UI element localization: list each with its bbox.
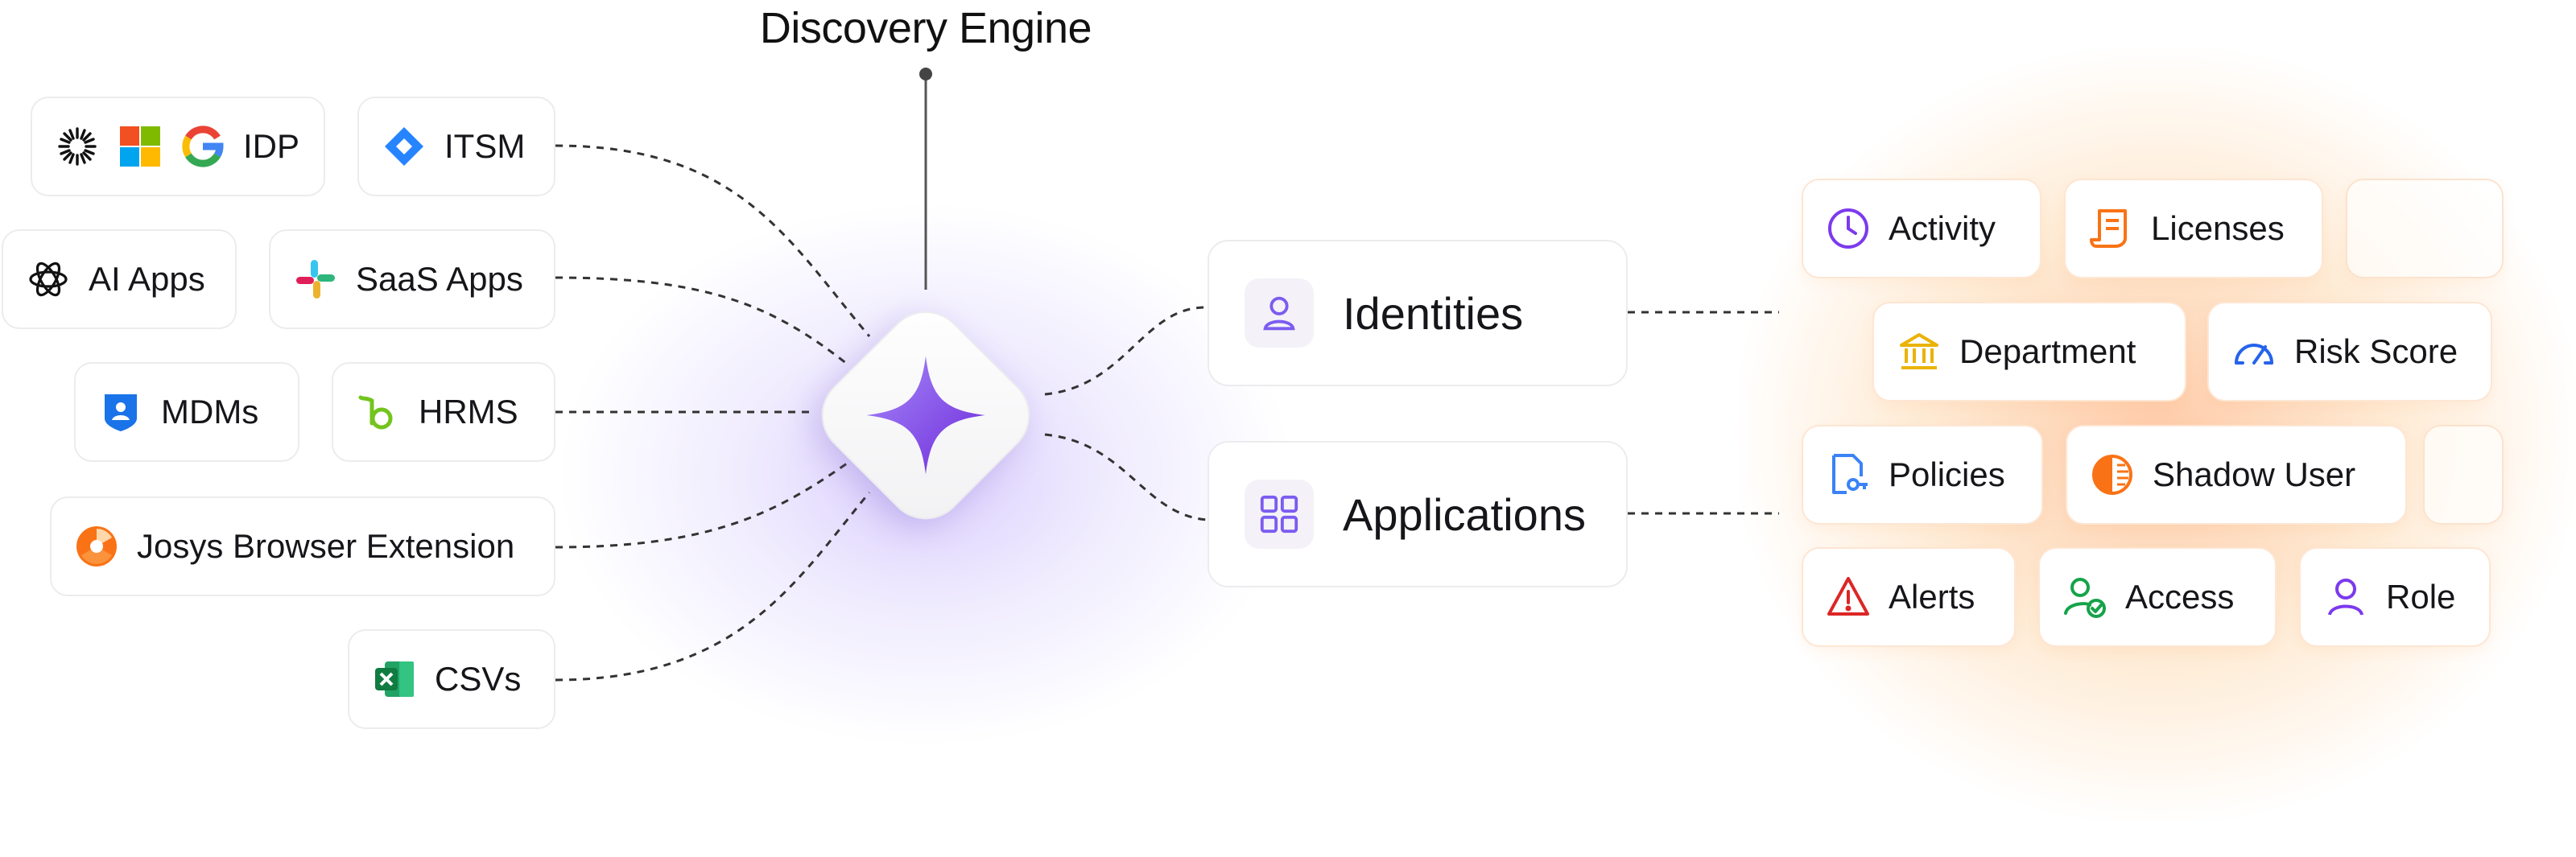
attribute-placeholder-mid <box>2423 425 2504 525</box>
user-icon <box>2323 575 2368 620</box>
connector-csv <box>555 492 871 682</box>
warning-icon <box>1826 575 1871 620</box>
attribute-licenses: Licenses <box>2064 179 2323 278</box>
attribute-role: Role <box>2299 547 2491 647</box>
category-applications-label: Applications <box>1343 488 1586 540</box>
title-pin-dot <box>919 68 932 80</box>
connector-browser <box>555 462 848 549</box>
sunburst-icon <box>55 124 100 169</box>
attribute-risk-score: Risk Score <box>2207 302 2492 402</box>
category-identities-label: Identities <box>1343 287 1524 339</box>
half-circle-icon <box>2090 452 2135 497</box>
user-check-icon <box>2062 575 2107 620</box>
attribute-alerts: Alerts <box>1802 547 2016 647</box>
gauge-icon <box>2231 329 2277 374</box>
bank-icon <box>1897 329 1942 374</box>
source-hrms: HRMS <box>332 362 555 462</box>
attribute-licenses-label: Licenses <box>2151 209 2285 247</box>
source-saas-apps-label: SaaS Apps <box>356 260 523 298</box>
category-identities: Identities <box>1208 240 1628 386</box>
attribute-policies-label: Policies <box>1889 455 2005 493</box>
attribute-access: Access <box>2038 547 2277 647</box>
josys-icon <box>74 524 119 569</box>
grid-icon <box>1245 480 1314 549</box>
discovery-engine-hub <box>805 295 1046 536</box>
source-browser-extension-label: Josys Browser Extension <box>137 527 515 565</box>
attribute-shadow-user: Shadow User <box>2066 425 2407 525</box>
excel-icon <box>372 657 417 702</box>
clock-icon <box>1826 206 1871 251</box>
attribute-access-label: Access <box>2125 578 2235 616</box>
attribute-department-label: Department <box>1959 332 2136 370</box>
source-saas-apps: SaaS Apps <box>269 229 555 329</box>
connector-applications <box>1044 433 1208 521</box>
openai-icon <box>26 257 71 302</box>
attribute-role-label: Role <box>2386 578 2456 616</box>
source-mdms: MDMs <box>74 362 299 462</box>
category-applications: Applications <box>1208 441 1628 587</box>
source-mdms-label: MDMs <box>161 393 259 431</box>
attribute-alerts-label: Alerts <box>1889 578 1975 616</box>
diagram-title: Discovery Engine <box>759 4 1092 52</box>
connector-saas <box>555 276 848 365</box>
receipt-icon <box>2088 206 2133 251</box>
attribute-placeholder-top <box>2346 179 2504 278</box>
source-itsm-label: ITSM <box>444 127 526 165</box>
attribute-activity-label: Activity <box>1889 209 1996 247</box>
google-icon <box>180 124 225 169</box>
source-browser-extension: Josys Browser Extension <box>50 496 555 596</box>
connector-itsm <box>555 144 871 337</box>
source-hrms-label: HRMS <box>419 393 518 431</box>
connector-identities <box>1044 306 1208 396</box>
attribute-policies: Policies <box>1802 425 2043 525</box>
user-icon <box>1245 278 1314 348</box>
microsoft-icon <box>118 124 163 169</box>
jira-icon <box>382 124 427 169</box>
source-idp: IDP <box>31 97 325 196</box>
attribute-shadow-user-label: Shadow User <box>2153 455 2356 493</box>
attribute-activity: Activity <box>1802 179 2041 278</box>
attribute-risk-score-label: Risk Score <box>2294 332 2458 370</box>
source-csvs: CSVs <box>348 629 555 729</box>
bamboohr-icon <box>356 389 401 435</box>
shield-badge-icon <box>98 389 143 435</box>
sparkle-icon <box>866 356 985 475</box>
source-itsm: ITSM <box>357 97 555 196</box>
source-ai-apps: AI Apps <box>2 229 237 329</box>
attribute-department: Department <box>1872 302 2186 402</box>
policy-doc-icon <box>1826 452 1871 497</box>
source-csvs-label: CSVs <box>435 660 522 698</box>
source-idp-label: IDP <box>243 127 300 165</box>
slack-icon <box>293 257 338 302</box>
source-ai-apps-label: AI Apps <box>89 260 205 298</box>
